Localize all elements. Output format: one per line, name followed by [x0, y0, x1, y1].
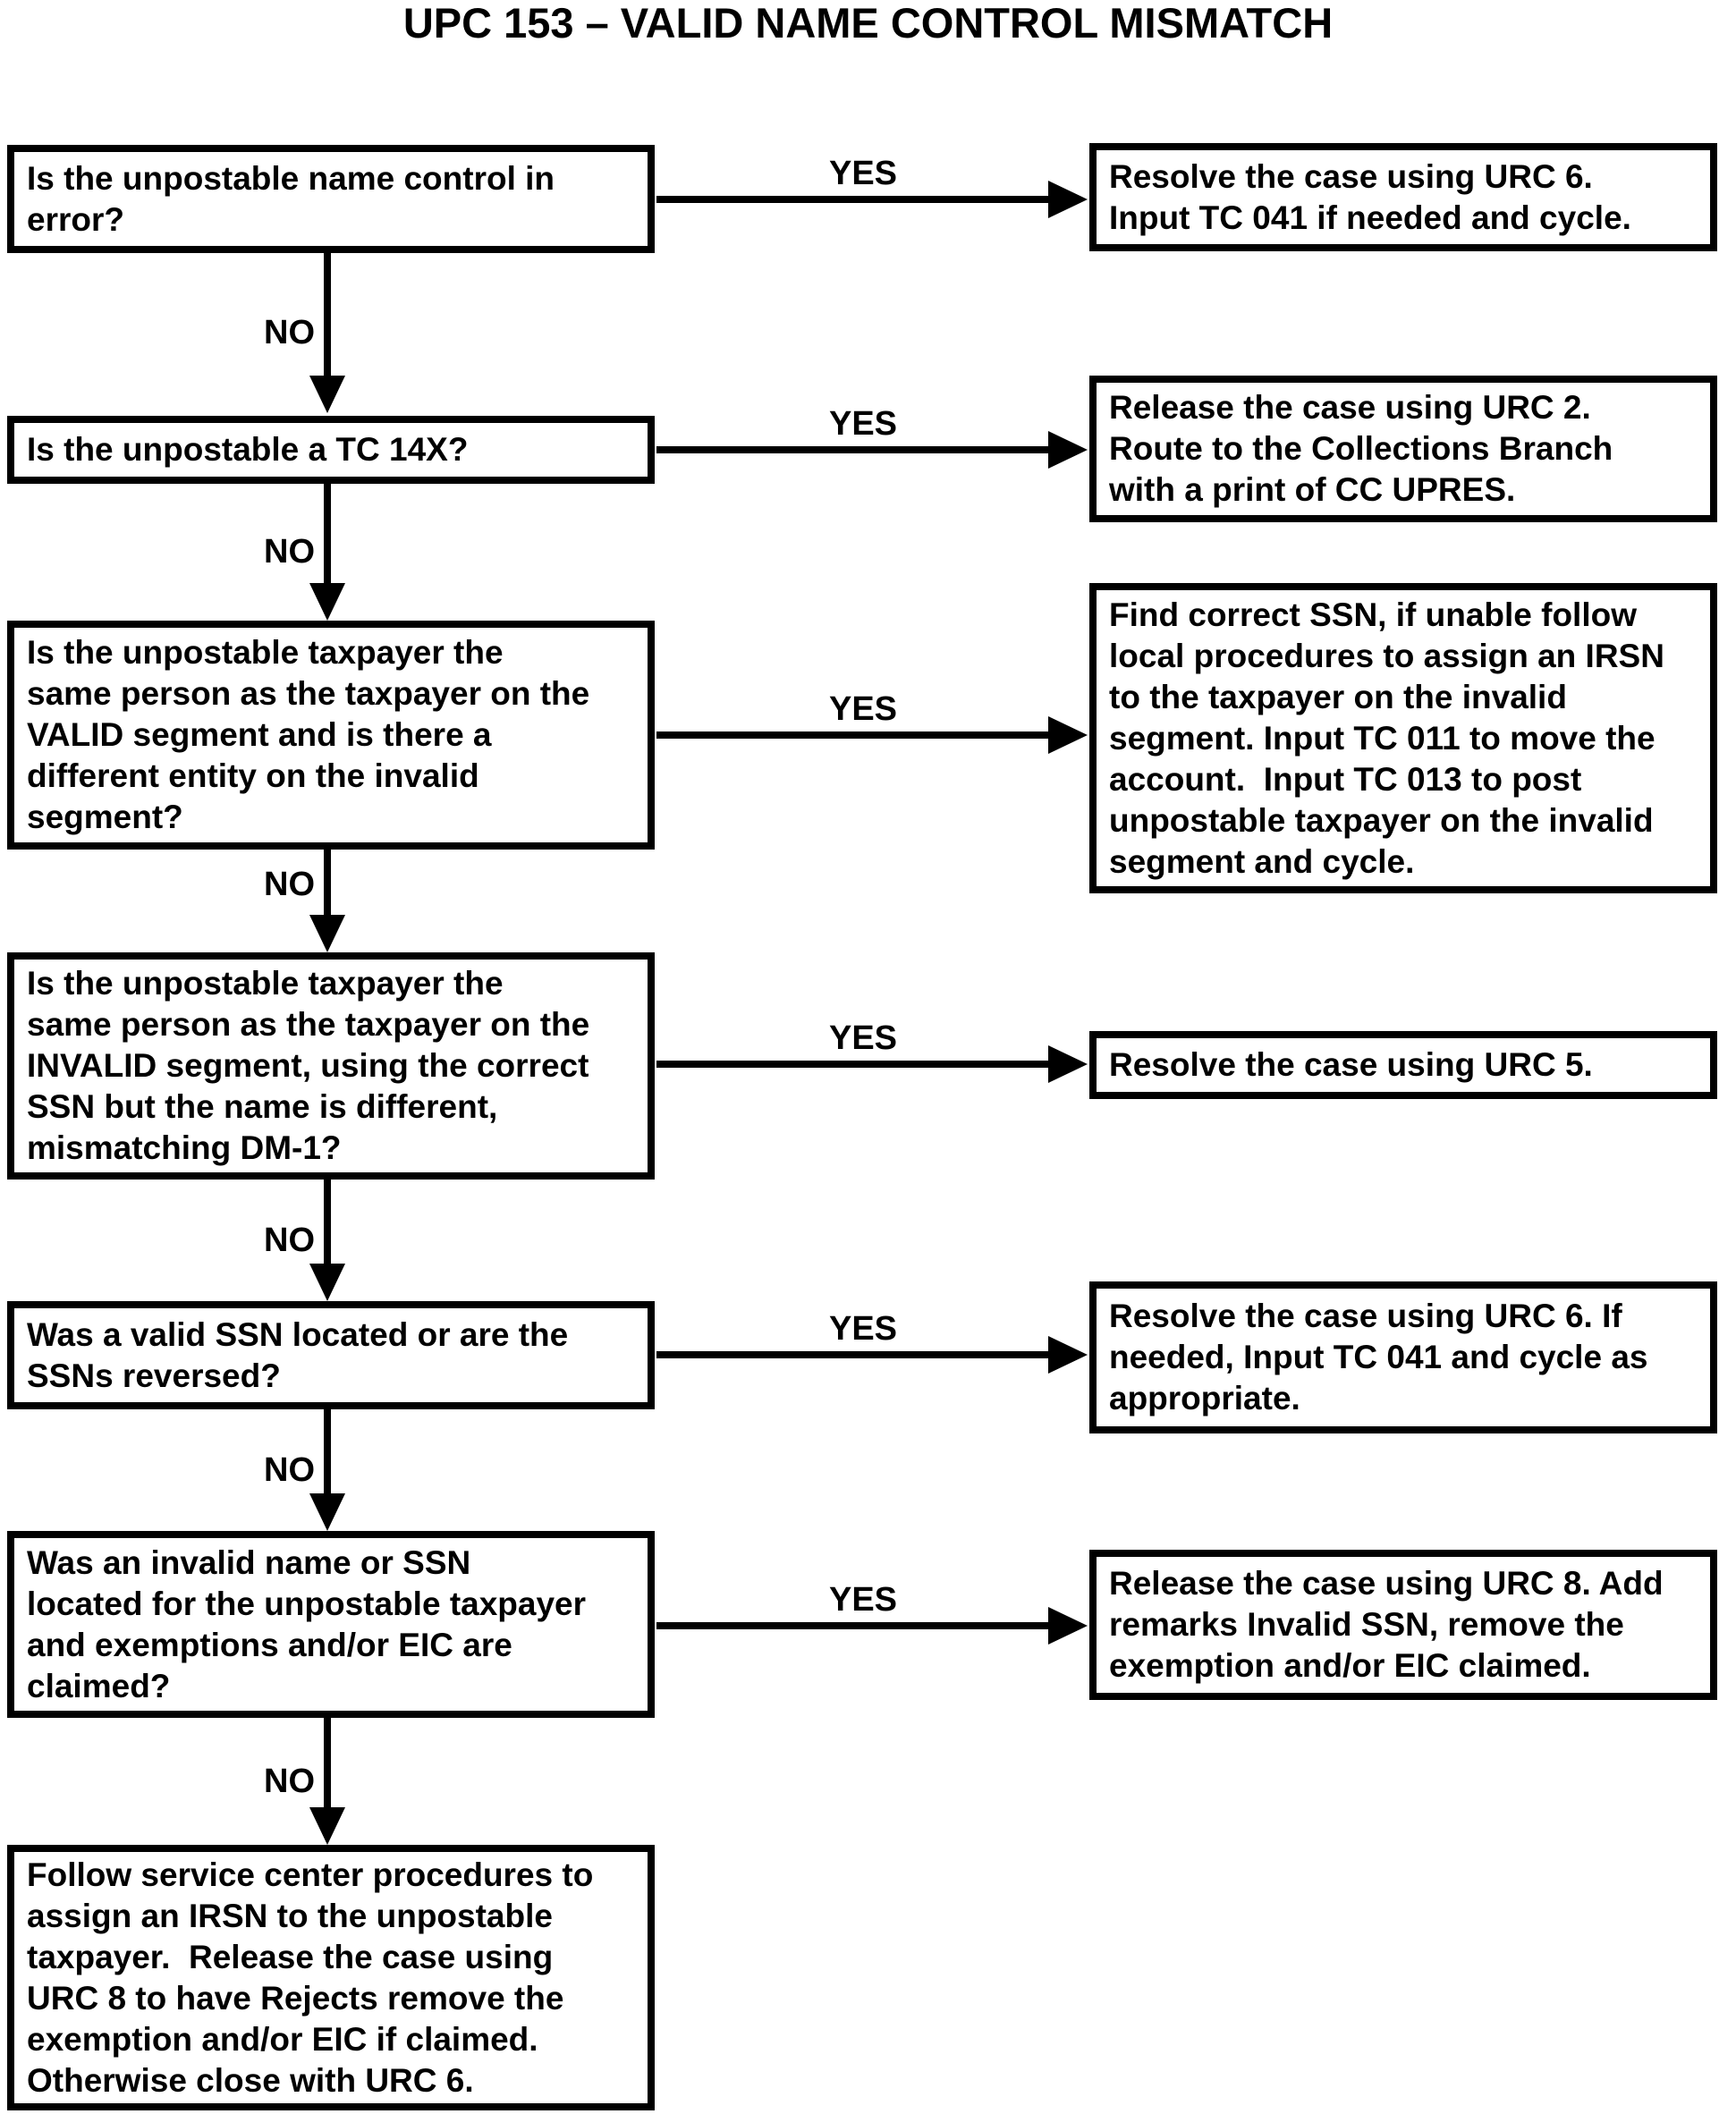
no-label-2: NO	[264, 533, 315, 571]
no-label-1: NO	[264, 314, 315, 351]
yes-arrowhead-6	[1048, 1607, 1088, 1645]
no-arrow-5	[324, 1409, 331, 1495]
no-arrow-2	[324, 484, 331, 585]
action-box-4: Resolve the case using URC 5.	[1089, 1031, 1717, 1099]
yes-arrowhead-3	[1048, 716, 1088, 754]
yes-label-4: YES	[828, 1019, 898, 1057]
no-arrowhead-1	[309, 376, 345, 413]
question-box-2: Is the unpostable a TC 14X?	[7, 416, 655, 484]
no-arrow-6	[324, 1718, 331, 1809]
no-label-4: NO	[264, 1222, 315, 1259]
yes-arrowhead-1	[1048, 181, 1088, 218]
action-box-1: Resolve the case using URC 6.Input TC 04…	[1089, 143, 1717, 251]
no-arrow-4	[324, 1180, 331, 1265]
no-arrow-1	[324, 253, 331, 377]
yes-arrow-6	[656, 1622, 1048, 1629]
no-arrowhead-4	[309, 1264, 345, 1301]
no-arrow-3	[324, 850, 331, 917]
yes-arrow-3	[656, 731, 1048, 739]
yes-label-3: YES	[828, 690, 898, 728]
yes-arrowhead-2	[1048, 431, 1088, 469]
yes-arrowhead-4	[1048, 1045, 1088, 1083]
yes-label-2: YES	[828, 405, 898, 443]
yes-label-6: YES	[828, 1581, 898, 1619]
no-arrowhead-3	[309, 915, 345, 952]
yes-label-5: YES	[828, 1310, 898, 1348]
no-arrowhead-6	[309, 1807, 345, 1845]
yes-arrow-2	[656, 446, 1048, 453]
action-box-2: Release the case using URC 2.Route to th…	[1089, 376, 1717, 522]
no-arrowhead-5	[309, 1493, 345, 1531]
no-label-6: NO	[264, 1763, 315, 1800]
yes-label-1: YES	[828, 155, 898, 192]
yes-arrow-4	[656, 1061, 1048, 1068]
no-arrowhead-2	[309, 583, 345, 621]
yes-arrowhead-5	[1048, 1336, 1088, 1374]
yes-arrow-5	[656, 1351, 1048, 1358]
yes-arrow-1	[656, 196, 1048, 203]
no-label-5: NO	[264, 1451, 315, 1489]
no-label-3: NO	[264, 866, 315, 903]
page-title: UPC 153 – VALID NAME CONTROL MISMATCH	[402, 0, 1334, 47]
